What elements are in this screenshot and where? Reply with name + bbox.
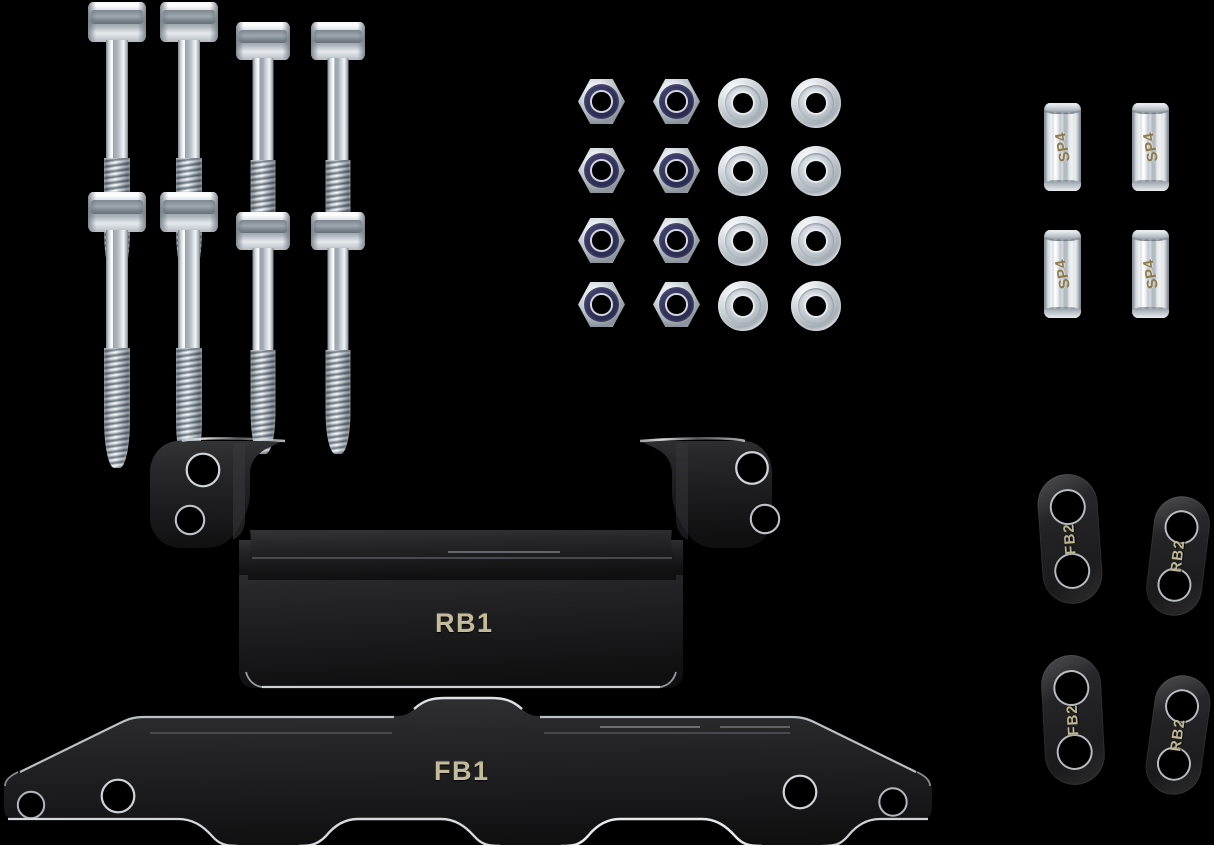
bolt-head	[88, 2, 146, 42]
lock-nut	[578, 147, 625, 194]
nut-bore	[592, 295, 611, 314]
bolt-head	[160, 2, 218, 42]
bolt-thread	[104, 348, 130, 468]
flat-washer	[791, 216, 841, 266]
washer-bore	[806, 231, 826, 251]
flat-washer	[718, 78, 768, 128]
lock-nut	[653, 217, 700, 264]
nut-bore	[592, 231, 611, 250]
flat-washer	[718, 146, 768, 196]
nut-bore	[667, 161, 686, 180]
bolt-shank	[252, 248, 274, 352]
plate-hole-bottom	[1156, 747, 1191, 782]
hex-bolt	[236, 212, 290, 458]
plate-hole-top	[1165, 688, 1200, 723]
washer-bore	[806, 93, 826, 113]
lock-nut	[578, 281, 625, 328]
bolt-head	[88, 192, 146, 232]
bolt-shank	[178, 230, 200, 350]
spacer-plate-fb2: FB2	[1035, 472, 1105, 606]
bolt-head	[311, 22, 365, 60]
plate-hole-bottom	[1157, 568, 1192, 602]
flat-washer	[718, 216, 768, 266]
bolt-shank	[252, 58, 274, 162]
spacer-tube	[1044, 230, 1081, 318]
plate-hole-top	[1050, 489, 1085, 525]
spacer-tube	[1132, 230, 1169, 318]
washer-bore	[806, 296, 826, 316]
lock-nut	[653, 78, 700, 125]
plate-label: RB2	[1167, 538, 1189, 574]
washer-bore	[733, 231, 753, 251]
hex-bolt	[160, 192, 218, 472]
plate-hole-bottom	[1055, 553, 1090, 589]
plate-hole-top	[1164, 510, 1199, 544]
flat-washer	[791, 78, 841, 128]
lock-nut	[578, 217, 625, 264]
bolt-thread	[325, 350, 351, 454]
spacer-tube	[1044, 103, 1081, 191]
nut-bore	[667, 231, 686, 250]
bolt-head	[160, 192, 218, 232]
plate-hole-top	[1054, 671, 1089, 705]
spacer-tube	[1132, 103, 1169, 191]
bolt-shank	[106, 40, 128, 160]
plate-label: FB2	[1060, 522, 1080, 556]
bolt-thread	[250, 350, 276, 454]
nut-bore	[667, 92, 686, 111]
fb1-engraving: FB1	[434, 756, 490, 786]
bolt-head	[236, 22, 290, 60]
hex-bolt	[88, 192, 146, 472]
bolt-shank	[327, 248, 349, 352]
washer-bore	[733, 161, 753, 181]
bolt-head	[311, 212, 365, 250]
nut-bore	[667, 295, 686, 314]
lock-nut	[578, 78, 625, 125]
washer-bore	[733, 296, 753, 316]
bolt-shank	[106, 230, 128, 350]
nut-bore	[592, 161, 611, 180]
bolt-shank	[327, 58, 349, 162]
bolt-head	[236, 212, 290, 250]
washer-bore	[806, 161, 826, 181]
bolt-shank	[178, 40, 200, 160]
nut-bore	[592, 92, 611, 111]
plate-label: RB2	[1167, 717, 1189, 753]
plate-label: FB2	[1063, 703, 1083, 737]
lock-nut	[653, 147, 700, 194]
spacer-plate-fb2: FB2	[1039, 653, 1107, 787]
hex-bolt	[311, 212, 365, 458]
flat-washer	[718, 281, 768, 331]
plate-hole-bottom	[1057, 735, 1092, 769]
rb1-engraving: RB1	[435, 608, 494, 638]
lock-nut	[653, 281, 700, 328]
flat-washer	[791, 281, 841, 331]
washer-bore	[733, 93, 753, 113]
flat-washer	[791, 146, 841, 196]
